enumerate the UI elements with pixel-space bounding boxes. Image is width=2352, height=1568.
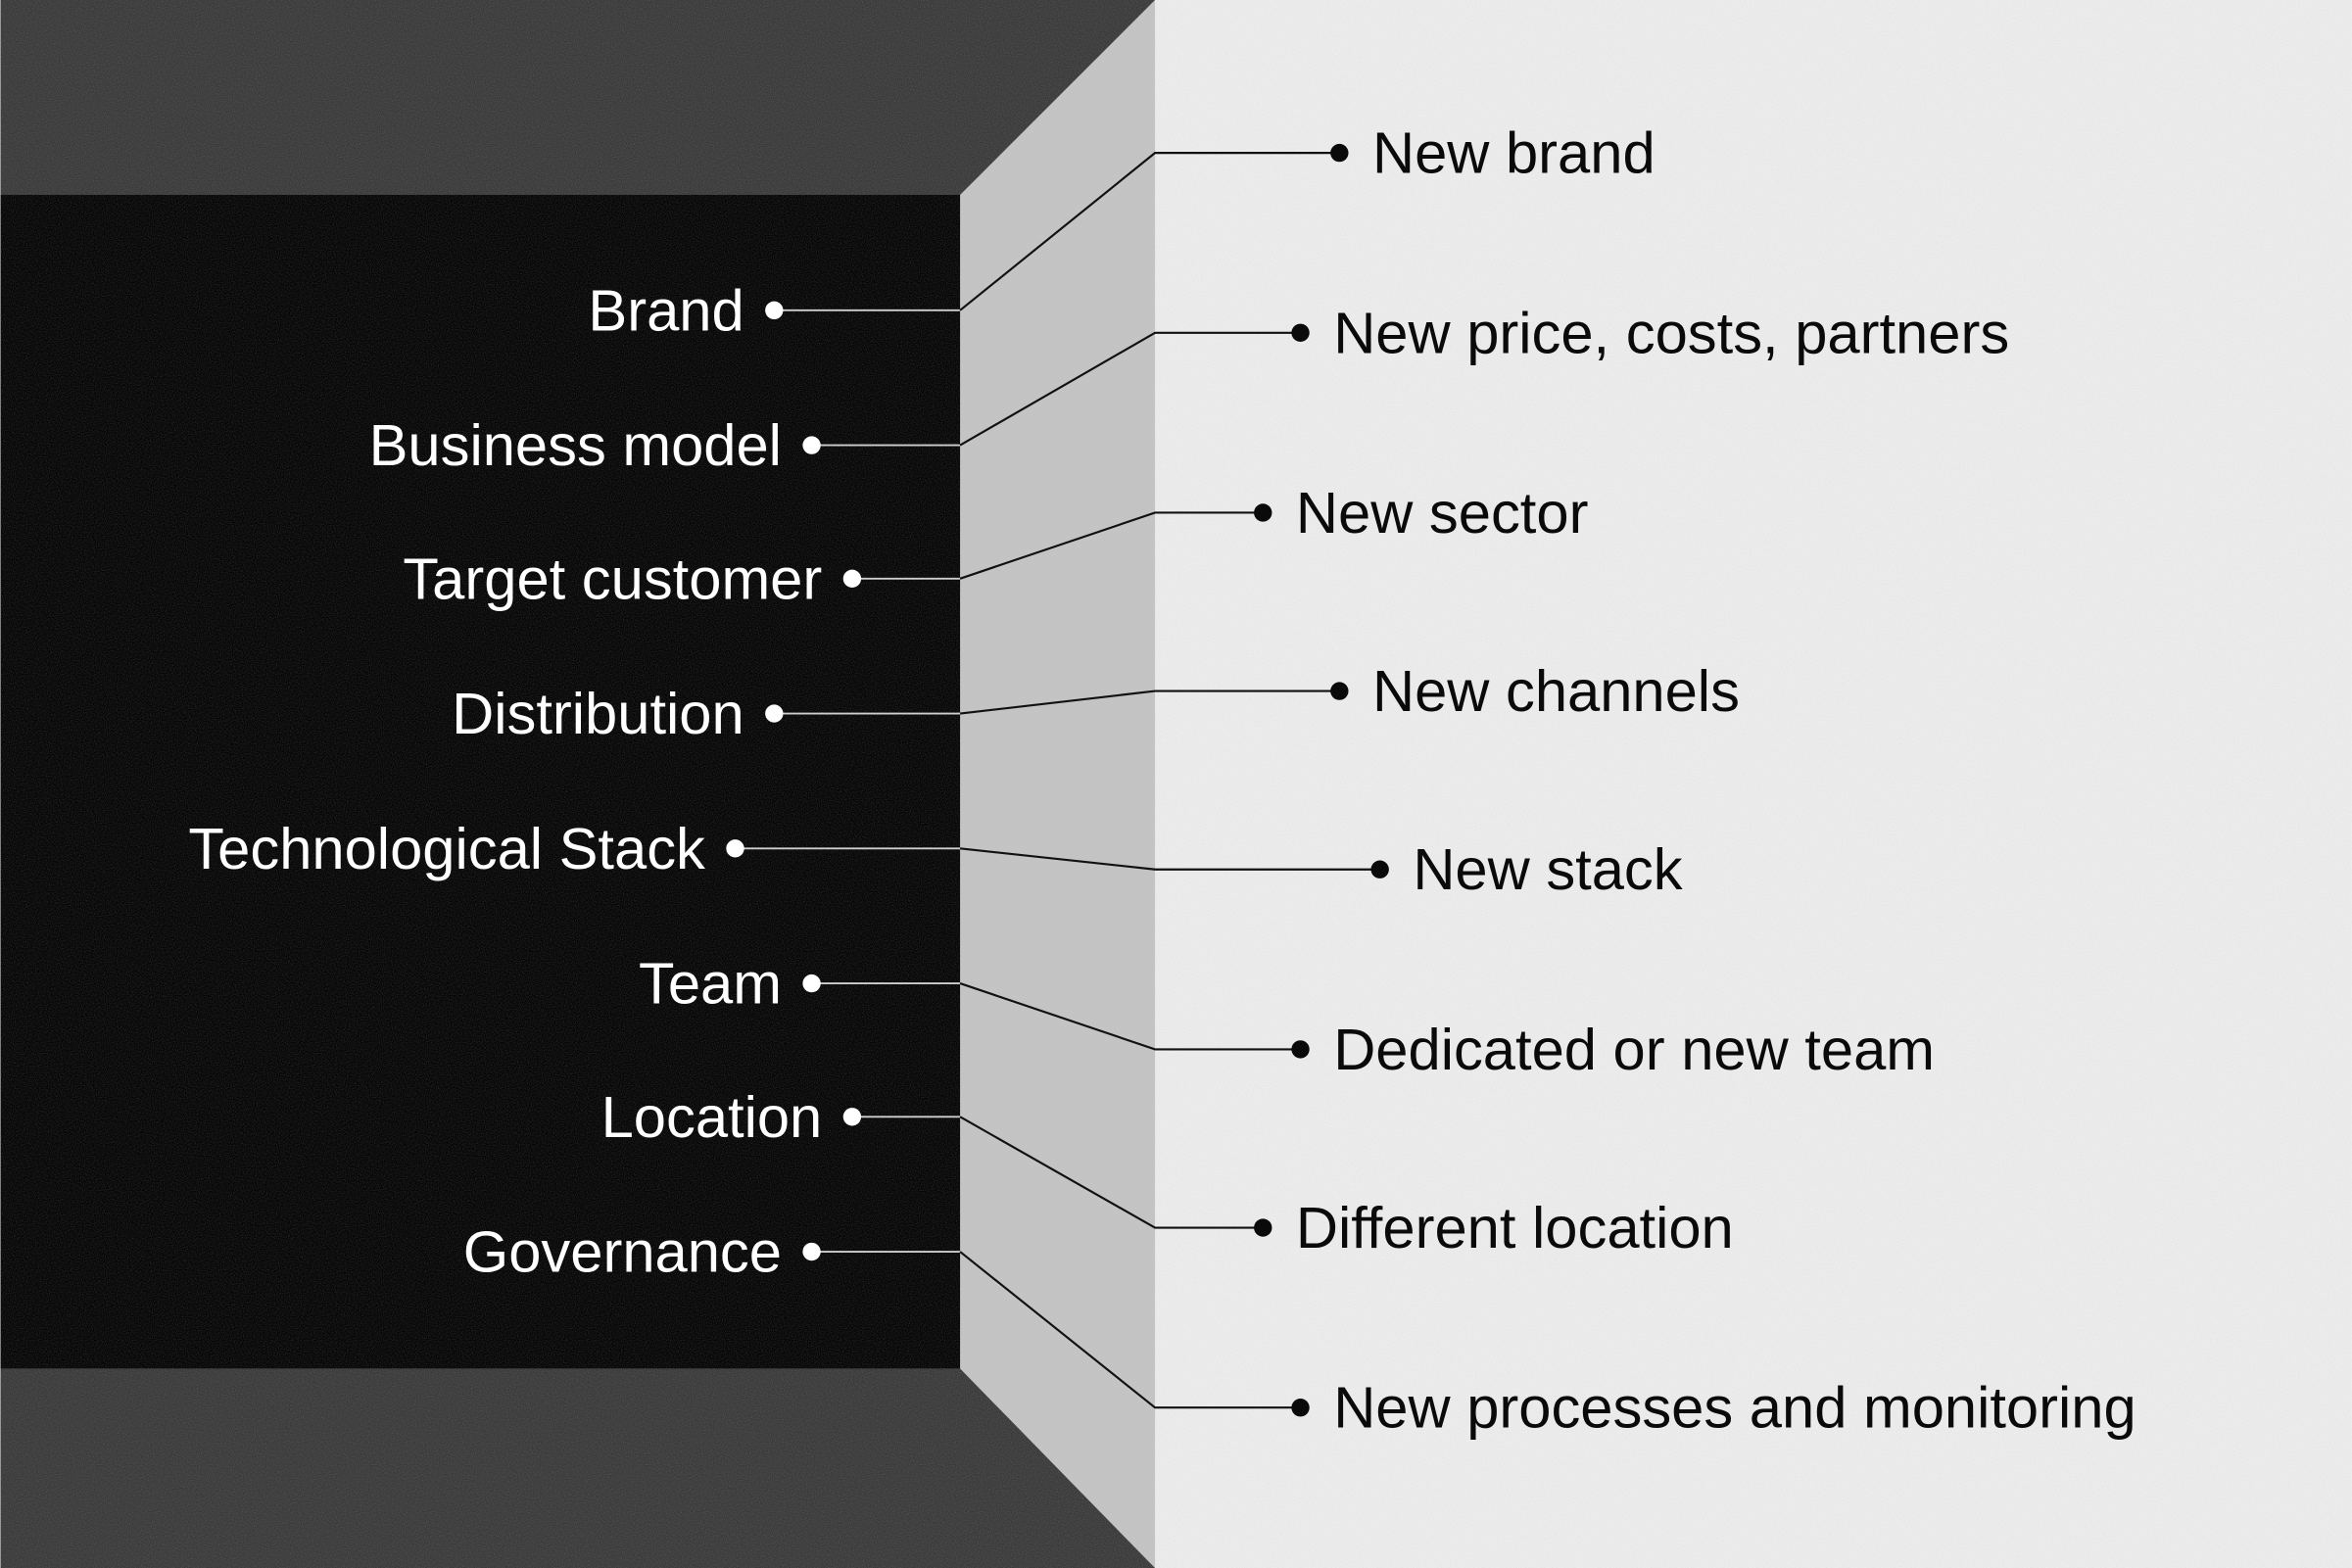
connector-location — [851, 1116, 1264, 1229]
left-dot — [842, 1108, 862, 1126]
right-dot — [1254, 503, 1272, 522]
right-dot — [1291, 1040, 1310, 1059]
right-dot — [1370, 860, 1389, 879]
left-dot — [765, 301, 784, 320]
connector-business-model — [811, 331, 1301, 447]
left-dot — [802, 1242, 821, 1261]
right-dot — [1330, 143, 1349, 163]
left-label-brand: Brand — [588, 277, 744, 343]
right-label-new-stack: New stack — [1413, 836, 1682, 902]
right-dot — [1291, 1399, 1310, 1417]
left-dot — [842, 569, 862, 588]
left-label-location: Location — [601, 1084, 823, 1150]
left-label-governance: Governance — [463, 1219, 782, 1285]
connector-distribution — [774, 689, 1340, 715]
right-label-new-channels: New channels — [1372, 658, 1740, 724]
connector-target-customer — [851, 511, 1264, 580]
left-dot — [726, 839, 744, 858]
connector-brand — [774, 152, 1340, 311]
left-dot — [802, 974, 821, 993]
left-label-team: Team — [639, 951, 782, 1017]
right-label-new-brand: New brand — [1372, 120, 1656, 186]
connectors — [735, 152, 1380, 1409]
left-dot — [802, 436, 821, 454]
right-dot — [1291, 323, 1310, 342]
left-label-tech-stack: Technological Stack — [188, 816, 705, 881]
left-label-business-model: Business model — [369, 412, 782, 478]
left-label-target-customer: Target customer — [403, 546, 822, 611]
right-label-new-team: Dedicated or new team — [1333, 1017, 1935, 1082]
right-label-new-sector: New sector — [1296, 480, 1589, 546]
connector-governance — [811, 1251, 1301, 1409]
right-dot — [1254, 1218, 1272, 1237]
right-label-new-price: New price, costs, partners — [1333, 300, 2009, 365]
connector-tech-stack — [735, 847, 1380, 871]
right-label-different-location: Different location — [1296, 1195, 1734, 1260]
left-dot — [765, 704, 784, 723]
left-label-distribution: Distribution — [452, 681, 744, 746]
right-items: New brand New price, costs, partners New… — [1254, 120, 2136, 1441]
left-items: Brand Business model Target customer Dis… — [188, 277, 862, 1285]
right-dot — [1330, 682, 1349, 700]
right-label-new-processes: New processes and monitoring — [1333, 1375, 2136, 1441]
connector-team — [811, 982, 1301, 1051]
